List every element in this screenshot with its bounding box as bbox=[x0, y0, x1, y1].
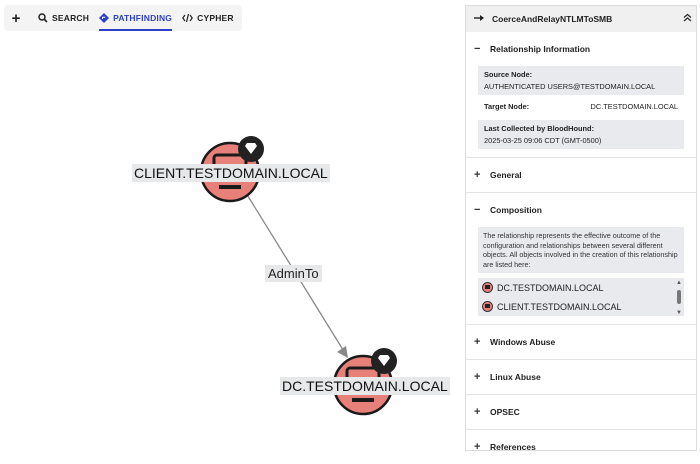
target-node-key: Target Node: bbox=[484, 102, 530, 111]
last-collected-value: 2025-03-25 09:06 CDT (GMT-0500) bbox=[484, 136, 602, 145]
section-references-toggle[interactable]: + References bbox=[466, 430, 696, 464]
plus-icon: + bbox=[474, 441, 481, 453]
search-icon bbox=[38, 13, 48, 23]
section-general-toggle[interactable]: + General bbox=[466, 158, 696, 192]
section-composition-toggle[interactable]: − Composition bbox=[466, 193, 696, 227]
tier-zero-gem-icon bbox=[371, 348, 397, 374]
node-label-client[interactable]: CLIENT.TESTDOMAIN.LOCAL bbox=[132, 164, 330, 182]
target-node-value: DC.TESTDOMAIN.LOCAL bbox=[590, 102, 678, 111]
scroll-down-icon[interactable]: ▼ bbox=[676, 310, 682, 316]
plus-icon: + bbox=[474, 406, 481, 418]
composition-item-label: CLIENT.TESTDOMAIN.LOCAL bbox=[497, 301, 622, 312]
panel-title: CoerceAndRelayNTLMToSMB bbox=[492, 14, 613, 24]
tier-zero-gem-icon bbox=[238, 136, 264, 162]
section-opsec-toggle[interactable]: + OPSEC bbox=[466, 395, 696, 429]
source-node-key: Source Node: bbox=[484, 70, 533, 79]
tab-search[interactable]: SEARCH bbox=[38, 5, 89, 31]
top-toolbar: + SEARCH PATHFINDING CYPHER bbox=[4, 5, 242, 31]
source-node-field: Source Node: AUTHENTICATED USERS@TESTDOM… bbox=[478, 66, 684, 95]
tab-cypher-label: CYPHER bbox=[197, 13, 234, 23]
diamond-route-icon bbox=[99, 13, 110, 23]
chevron-double-up-icon[interactable] bbox=[678, 13, 696, 25]
code-icon bbox=[182, 13, 194, 23]
panel-header: CoerceAndRelayNTLMToSMB bbox=[466, 6, 696, 32]
computer-icon bbox=[482, 301, 493, 312]
composition-list[interactable]: DC.TESTDOMAIN.LOCAL CLIENT.TESTDOMAIN.LO… bbox=[478, 278, 684, 316]
scroll-thumb[interactable] bbox=[677, 290, 681, 304]
source-node-value: AUTHENTICATED USERS@TESTDOMAIN.LOCAL bbox=[484, 82, 656, 91]
section-relationship-information: − Relationship Information Source Node: … bbox=[466, 32, 696, 158]
section-general: + General bbox=[466, 158, 696, 193]
composition-scrollbar[interactable]: ▲ ▼ bbox=[676, 280, 682, 316]
section-relationship-information-toggle[interactable]: − Relationship Information bbox=[466, 32, 696, 66]
last-collected-key: Last Collected by BloodHound: bbox=[484, 124, 595, 133]
plus-icon: + bbox=[474, 169, 481, 181]
section-linux-abuse: + Linux Abuse bbox=[466, 360, 696, 395]
edge-label-adminto[interactable]: AdminTo bbox=[265, 265, 322, 282]
section-relationship-information-heading: Relationship Information bbox=[490, 44, 591, 54]
minus-icon: − bbox=[474, 204, 481, 216]
edge-arrow-icon bbox=[474, 14, 484, 24]
entity-panel: CoerceAndRelayNTLMToSMB − Relationship I… bbox=[465, 5, 697, 453]
composition-description: The relationship represents the effectiv… bbox=[478, 227, 684, 273]
section-linux-abuse-toggle[interactable]: + Linux Abuse bbox=[466, 360, 696, 394]
section-windows-abuse-toggle[interactable]: + Windows Abuse bbox=[466, 325, 696, 359]
list-item[interactable]: DC.TESTDOMAIN.LOCAL bbox=[478, 278, 684, 297]
plus-icon: + bbox=[474, 336, 481, 348]
tab-pathfinding-label: PATHFINDING bbox=[113, 13, 173, 23]
section-references-heading: References bbox=[490, 442, 536, 452]
target-node-field: Target Node: DC.TESTDOMAIN.LOCAL bbox=[478, 99, 684, 116]
scroll-up-icon[interactable]: ▲ bbox=[676, 280, 682, 286]
section-opsec: + OPSEC bbox=[466, 395, 696, 430]
tab-cypher[interactable]: CYPHER bbox=[182, 5, 234, 31]
edge-arrowhead bbox=[337, 346, 348, 358]
last-collected-field: Last Collected by BloodHound: 2025-03-25… bbox=[478, 120, 684, 149]
section-composition: − Composition The relationship represent… bbox=[466, 193, 696, 325]
section-windows-abuse: + Windows Abuse bbox=[466, 325, 696, 360]
section-references: + References bbox=[466, 430, 696, 464]
plus-icon: + bbox=[474, 371, 481, 383]
tab-pathfinding[interactable]: PATHFINDING bbox=[99, 5, 173, 31]
section-opsec-heading: OPSEC bbox=[490, 407, 520, 417]
section-windows-abuse-heading: Windows Abuse bbox=[490, 337, 556, 347]
minus-icon: − bbox=[474, 43, 481, 55]
composition-item-label: DC.TESTDOMAIN.LOCAL bbox=[497, 282, 604, 293]
tab-search-label: SEARCH bbox=[52, 13, 90, 23]
add-button[interactable]: + bbox=[11, 9, 21, 27]
section-composition-heading: Composition bbox=[490, 205, 542, 215]
computer-icon bbox=[482, 282, 493, 293]
section-general-heading: General bbox=[490, 170, 522, 180]
section-linux-abuse-heading: Linux Abuse bbox=[490, 372, 541, 382]
list-item[interactable]: CLIENT.TESTDOMAIN.LOCAL bbox=[478, 297, 684, 316]
node-label-dc[interactable]: DC.TESTDOMAIN.LOCAL bbox=[280, 377, 450, 395]
